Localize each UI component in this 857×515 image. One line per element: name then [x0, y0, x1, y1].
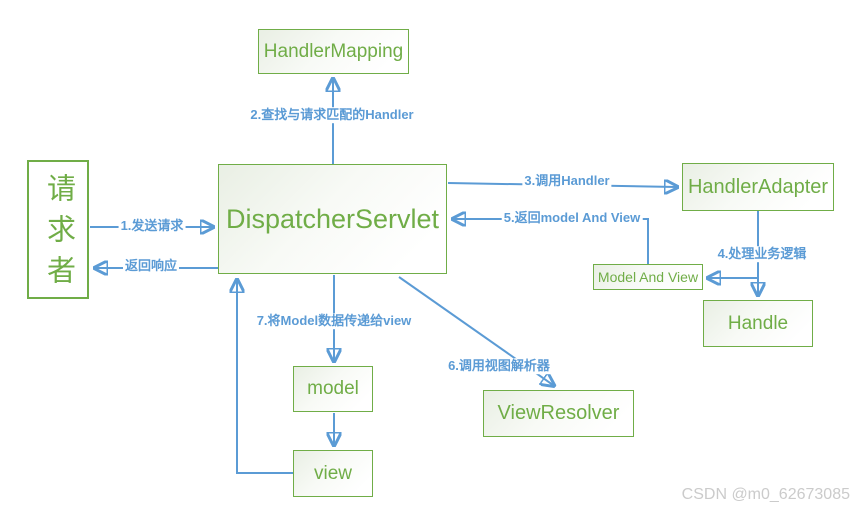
edge-label-call-view-resolver: 6.调用视图解析器: [446, 358, 552, 374]
edge-label-find-handler: 2.查找与请求匹配的Handler: [248, 107, 416, 123]
edge-label-pass-model-to-view: 7.将Model数据传递给view: [254, 313, 414, 329]
node-view-resolver: ViewResolver: [483, 390, 634, 437]
arrow-view-to-dispatcher: [237, 281, 293, 474]
node-view: view: [293, 450, 373, 497]
edge-label-return-model-and-view: 5.返回model And View: [501, 210, 643, 226]
node-handle: Handle: [703, 300, 813, 347]
edge-label-return-response: 返回响应: [122, 258, 180, 274]
csdn-watermark: CSDN @m0_62673085: [681, 486, 850, 503]
node-requester: 请求者: [27, 160, 89, 299]
node-model: model: [293, 366, 373, 412]
node-dispatcher-servlet: DispatcherServlet: [218, 164, 447, 274]
edge-label-process-business-logic: 4.处理业务逻辑: [715, 246, 809, 262]
node-model-and-view: Model And View: [593, 264, 703, 290]
edge-label-send-request: 1.发送请求: [118, 218, 186, 234]
edge-label-call-handler: 3.调用Handler: [522, 173, 612, 189]
node-handler-mapping: HandlerMapping: [258, 29, 409, 74]
node-handler-adapter: HandlerAdapter: [682, 163, 834, 211]
